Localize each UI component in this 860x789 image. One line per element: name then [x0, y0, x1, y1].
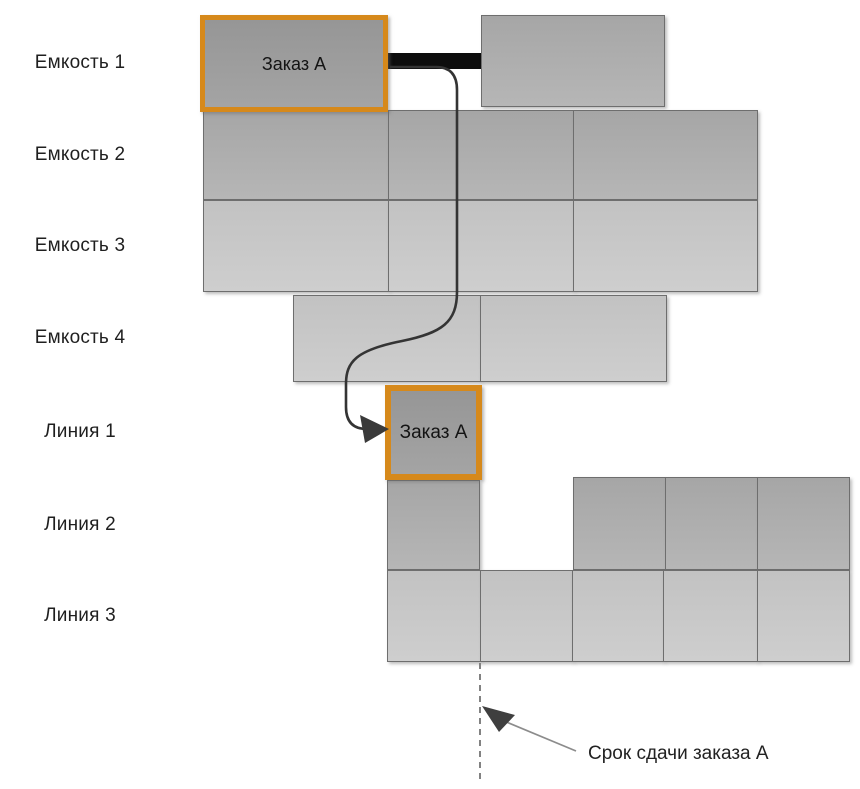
slot-cell-emkost-4 [480, 295, 667, 382]
order-a-capacity[interactable]: Заказ А [200, 15, 388, 112]
black-connector-bar [388, 53, 483, 69]
row-label-emkost-3: Емкость 3 [34, 235, 126, 256]
slot-cell-emkost-2 [388, 110, 574, 200]
row-label-emkost-2: Емкость 2 [34, 144, 126, 165]
slot-cell-emkost-4 [293, 295, 481, 382]
slot-cell-emkost-2 [573, 110, 758, 200]
row-label-emkost-1: Емкость 1 [34, 52, 126, 73]
deadline-leader-line [503, 720, 577, 752]
slot-cell-liniya-3 [757, 570, 850, 662]
slot-cell-liniya-3 [480, 570, 573, 662]
row-label-liniya-2: Линия 2 [44, 514, 116, 535]
slot-cell-liniya-3 [572, 570, 664, 662]
slot-cell-emkost-1 [481, 15, 665, 107]
slot-cell-liniya-2 [757, 477, 850, 570]
slot-cell-emkost-2 [203, 110, 389, 200]
order-a-line[interactable]: Заказ А [385, 385, 482, 480]
row-label-emkost-4: Емкость 4 [34, 327, 126, 348]
deadline-arrowhead-icon [482, 706, 515, 732]
slot-cell-emkost-3 [388, 200, 574, 292]
slot-cell-liniya-3 [387, 570, 481, 662]
row-label-liniya-1: Линия 1 [44, 421, 116, 442]
deadline-annotation: Срок сдачи заказа А [588, 743, 769, 764]
slot-cell-liniya-3 [663, 570, 758, 662]
slot-cell-emkost-3 [573, 200, 758, 292]
row-label-liniya-3: Линия 3 [44, 605, 116, 626]
slot-cell-liniya-2 [573, 477, 666, 570]
slot-cell-emkost-3 [203, 200, 389, 292]
slot-cell-liniya-2 [665, 477, 758, 570]
slot-cell-liniya-2 [387, 480, 480, 570]
